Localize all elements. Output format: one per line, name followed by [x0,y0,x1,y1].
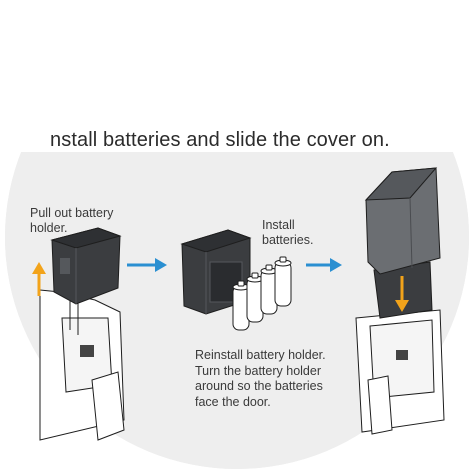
step-pull-out-label: Pull out battery holder. [30,206,114,235]
push-down-arrow [395,276,409,312]
battery-3 [260,264,278,315]
left-lock-assembly [39,227,125,441]
pull-up-arrow [32,262,46,296]
right-lock-assembly [355,167,445,435]
step-install-label: Install batteries. [262,218,314,247]
instruction-title: nstall batteries and slide the cover on. [50,129,390,151]
lock-lever [91,371,125,441]
batteries-group [232,256,292,331]
step-arrow-1 [127,258,167,272]
step-reinstall-label: Reinstall battery holder. Turn the batte… [195,348,326,409]
battery-4 [274,256,292,307]
battery-1 [232,280,250,331]
step-arrow-2 [306,258,342,272]
lock-label [80,345,94,357]
top-white-band [0,0,474,152]
